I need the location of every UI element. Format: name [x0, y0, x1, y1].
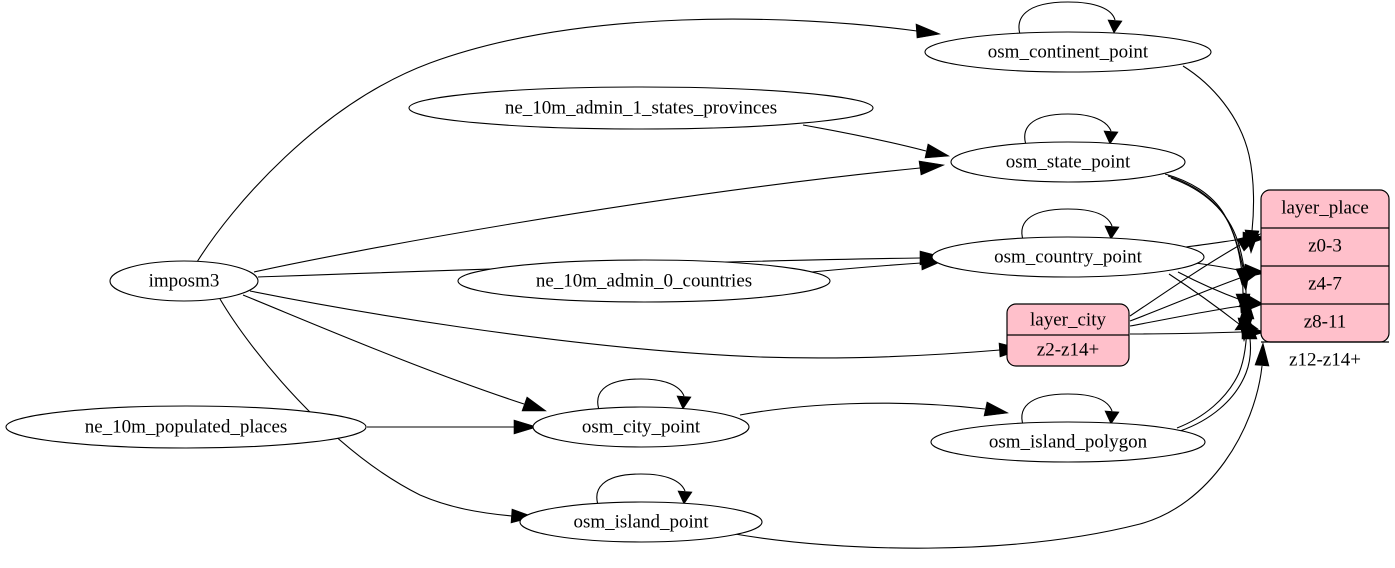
edge-self-osm_state_point — [1024, 113, 1112, 151]
layer-city-title: layer_city — [1030, 309, 1106, 330]
node-shape[interactable] — [109, 260, 259, 302]
node-osm_state_point[interactable]: osm_state_point — [950, 141, 1186, 183]
layer-place-title: layer_place — [1281, 197, 1369, 218]
edge-layer_city-to-z8_11 — [1129, 305, 1242, 327]
arrowhead — [918, 160, 946, 176]
edge-self-osm_continent_point — [1018, 1, 1116, 41]
edge-osm_country_point-to-z8_11 — [1177, 271, 1242, 301]
edge-osm_island_polygon-to-z12_z14 — [1179, 338, 1252, 432]
edge-imposm3-to-osm_state_point — [253, 167, 921, 273]
layer-city-row-z2-z14[interactable]: z2-z14+ — [1037, 339, 1099, 360]
node-shape[interactable] — [930, 421, 1206, 463]
layer-place-row-z0-3[interactable]: z0-3 — [1308, 235, 1342, 256]
node-label: osm_city_point — [582, 416, 701, 437]
node-shape[interactable] — [950, 141, 1186, 183]
arrowhead — [983, 401, 1009, 417]
node-shape[interactable] — [5, 405, 367, 449]
arrowhead — [677, 490, 693, 505]
edge-osm_city_point-to-osm_island_polygon — [739, 402, 986, 416]
arrowhead — [924, 143, 950, 159]
layer-place-row-z4-7[interactable]: z4-7 — [1308, 273, 1342, 294]
node-label: imposm3 — [149, 270, 220, 291]
arrowhead — [1254, 341, 1270, 367]
edge-osm_country_point-to-z0_3 — [1185, 238, 1244, 248]
edge-osm_island_point-to-z12_z14 — [734, 365, 1263, 549]
arrowhead — [513, 419, 539, 435]
node-label: osm_country_point — [994, 246, 1142, 267]
node-label: osm_island_polygon — [989, 431, 1148, 452]
node-label: ne_10m_admin_0_countries — [536, 270, 752, 291]
node-osm_country_point[interactable]: osm_country_point — [931, 236, 1205, 278]
node-shape[interactable] — [924, 31, 1212, 73]
node-osm_continent_point[interactable]: osm_continent_point — [924, 31, 1212, 73]
arrowhead — [1242, 317, 1258, 340]
node-label: osm_state_point — [1006, 151, 1131, 172]
edge-layer — [196, 1, 1270, 549]
node-shape[interactable] — [532, 406, 750, 448]
node-label: osm_continent_point — [988, 41, 1149, 62]
edge-imposm3-to-osm_island_point — [219, 298, 513, 517]
edge-imposm3-to-layer_city — [249, 290, 1001, 359]
node-label: osm_island_point — [573, 511, 709, 532]
arrowhead — [1104, 225, 1120, 240]
node-label: ne_10m_admin_1_states_provinces — [505, 97, 777, 118]
arrowhead — [915, 23, 942, 39]
node-label: ne_10m_populated_places — [85, 416, 288, 437]
arrowhead — [1236, 233, 1261, 252]
node-osm_island_polygon[interactable]: osm_island_polygon — [930, 421, 1206, 463]
arrowhead — [1239, 294, 1255, 320]
edge-osm_continent_point-to-z0_3 — [1182, 65, 1255, 232]
edge-self-osm_island_point — [596, 473, 686, 511]
arrowhead — [1237, 270, 1262, 286]
edge-ne_countries-to-osm_country_point — [811, 262, 922, 273]
edge-imposm3-to-osm_continent_point — [196, 18, 918, 263]
edge-self-osm_island_polygon — [1021, 393, 1113, 431]
edge-self-osm_city_point — [597, 378, 685, 416]
edge-osm_country_point-to-z12_z14 — [1168, 273, 1240, 325]
edge-ne_states_provinces-to-osm_state_point — [802, 124, 927, 152]
record-node-layer-city[interactable]: layer_city z2-z14+ — [1006, 303, 1130, 367]
edge-imposm3-to-osm_city_point — [242, 294, 525, 405]
arrowhead — [1103, 130, 1119, 145]
record-node-layer-place[interactable]: layer_place z0-3 z4-7 z8-11 z12-z14+ — [1260, 189, 1390, 370]
node-shape[interactable] — [408, 86, 874, 130]
arrowhead — [1104, 410, 1120, 425]
node-osm_city_point[interactable]: osm_city_point — [532, 406, 750, 448]
arrowhead — [1107, 19, 1123, 34]
node-ne_10m_admin_1_states_provinces[interactable]: ne_10m_admin_1_states_provinces — [408, 86, 874, 130]
node-imposm3[interactable]: imposm3 — [109, 260, 259, 302]
arrowhead — [676, 395, 692, 410]
node-shape[interactable] — [931, 236, 1205, 278]
edge-layer_city-to-z4_7 — [1129, 277, 1241, 322]
node-shape[interactable] — [457, 259, 831, 303]
node-shape[interactable] — [519, 501, 763, 543]
node-osm_island_point[interactable]: osm_island_point — [519, 501, 763, 543]
node-ne_10m_admin_0_countries[interactable]: ne_10m_admin_0_countries — [457, 259, 831, 303]
edge-osm_island_polygon-to-z8_11 — [1176, 318, 1248, 429]
edge-self-osm_country_point — [1021, 208, 1113, 246]
arrowhead — [521, 396, 547, 412]
edge-layer_city-to-z12_z14 — [1129, 331, 1243, 335]
layer-place-row-z8-11[interactable]: z8-11 — [1304, 311, 1347, 332]
edge-layer_city-to-z0_3 — [1129, 244, 1241, 317]
ellipse-node-layer: imposm3 ne_10m_admin_1_states_provinces … — [5, 31, 1212, 543]
node-ne_10m_populated_places[interactable]: ne_10m_populated_places — [5, 405, 367, 449]
layer-place-row-z12-z14[interactable]: z12-z14+ — [1289, 349, 1361, 370]
